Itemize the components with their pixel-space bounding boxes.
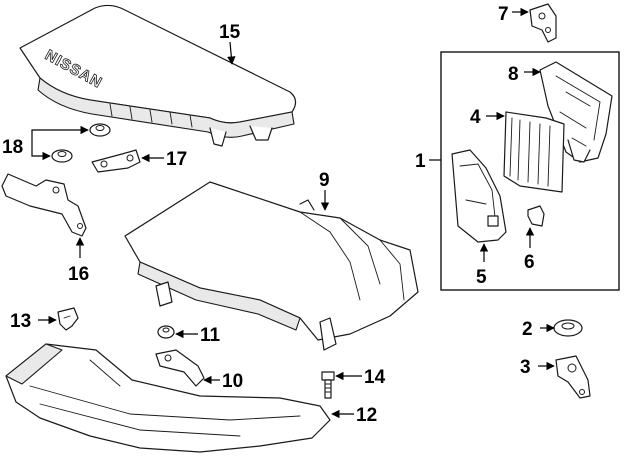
callout-11: 11 xyxy=(200,325,221,346)
callout-2: 2 xyxy=(522,319,533,340)
part-11-grommet xyxy=(157,325,175,339)
callout-13: 13 xyxy=(10,311,31,332)
part-9-housing xyxy=(124,181,419,351)
part-10-bracket xyxy=(155,349,205,387)
part-7-bracket xyxy=(529,3,557,43)
part-4-filter-element xyxy=(503,111,565,193)
callout-6: 6 xyxy=(524,252,535,273)
part-6-clip xyxy=(527,205,545,227)
part-16-support xyxy=(1,173,87,237)
leader-18a xyxy=(31,125,89,146)
assembly-group-box xyxy=(440,51,620,291)
part-17-bracket xyxy=(91,149,141,173)
part-2-grommet xyxy=(553,319,583,337)
part-5-resonator xyxy=(451,149,507,243)
callout-15: 15 xyxy=(219,22,241,43)
part-18-grommets xyxy=(51,123,111,163)
part-15-cover: NISSAN xyxy=(19,4,297,147)
callout-labels: 15 7 8 4 1 5 6 9 18 17 16 13 11 10 14 12… xyxy=(2,4,535,426)
leader-15 xyxy=(227,41,236,65)
callout-14: 14 xyxy=(364,367,386,388)
callout-4: 4 xyxy=(470,107,481,128)
callout-3: 3 xyxy=(520,357,531,378)
leader-lines xyxy=(31,7,555,419)
callout-7: 7 xyxy=(498,4,509,25)
part-13-clip xyxy=(57,307,79,331)
callout-9: 9 xyxy=(319,170,330,191)
part-8-lower-case xyxy=(539,61,613,163)
callout-1: 1 xyxy=(415,151,426,172)
callout-18: 18 xyxy=(2,137,23,158)
leader-18b xyxy=(31,146,51,161)
callout-10: 10 xyxy=(222,371,243,392)
callout-16: 16 xyxy=(68,264,89,285)
part-14-bolt xyxy=(321,371,335,399)
callout-8: 8 xyxy=(508,64,519,85)
callout-5: 5 xyxy=(476,267,487,288)
part-3-bracket xyxy=(555,355,591,399)
callout-12: 12 xyxy=(356,405,377,426)
callout-17: 17 xyxy=(166,149,187,170)
part-12-air-duct xyxy=(5,343,331,453)
